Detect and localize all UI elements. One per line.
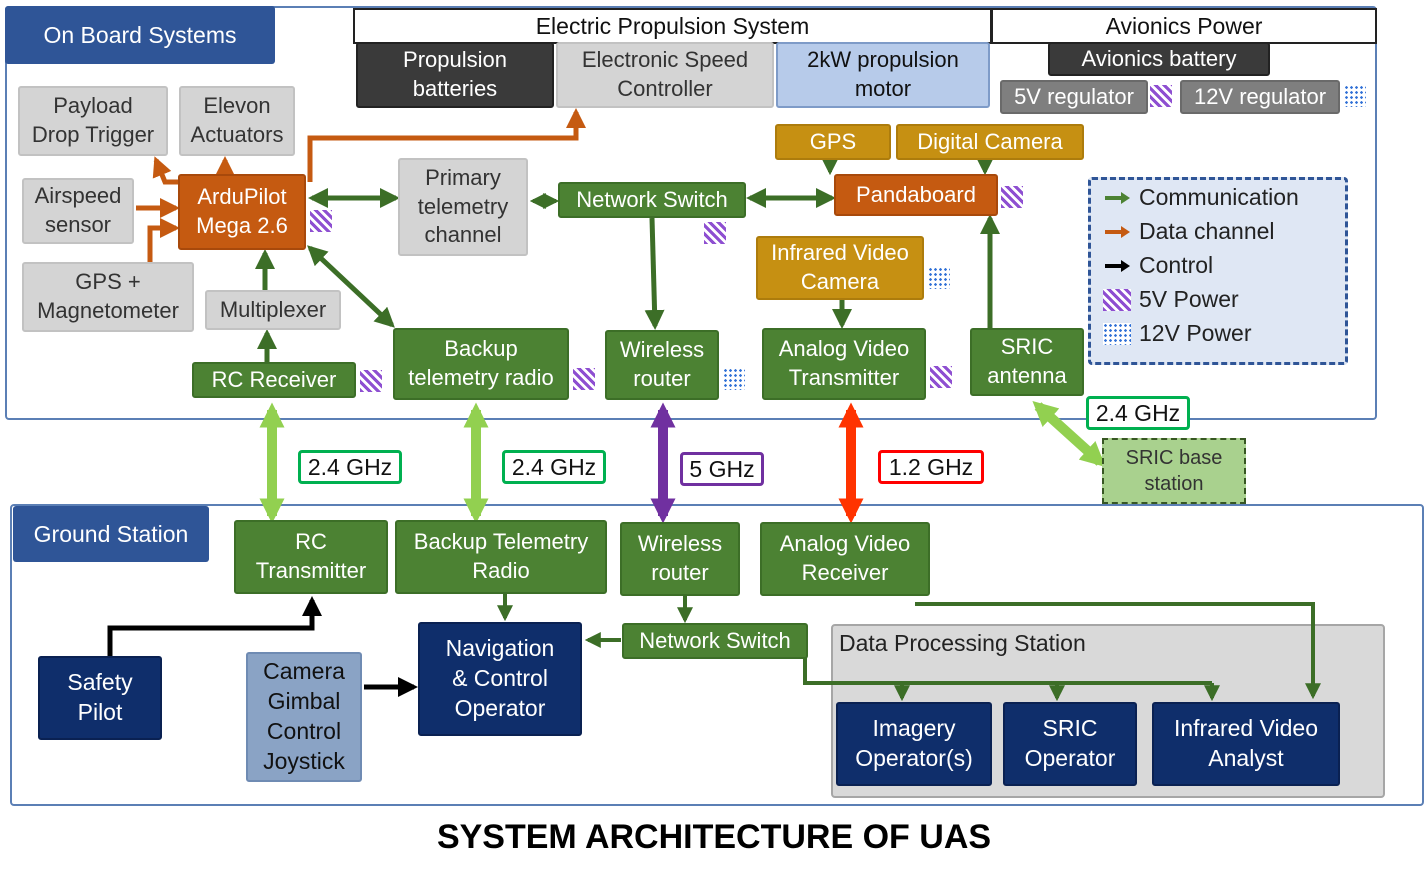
legend-12v-power: 12V Power [1103,320,1252,347]
rc-frequency-label: 2.4 GHz [298,450,402,484]
regulator-12v-power-marker [1344,85,1366,107]
ardupilot-mega: ArduPilot Mega 2.6 [178,174,306,250]
communication-arrow-icon [1105,191,1130,204]
sric-frequency-label: 2.4 GHz [1086,396,1190,430]
12v-power-swatch-icon [1103,322,1131,345]
onboard-network-switch: Network Switch [558,182,746,218]
propulsion-batteries: Propulsion batteries [356,42,554,108]
ardupilot-backup-telemetry-link [307,245,395,328]
safety-pilot: Safety Pilot [38,656,162,740]
camera-gimbal-joystick: Camera Gimbal Control Joystick [246,652,362,782]
electronic-speed-controller: Electronic Speed Controller [556,42,774,108]
ardupilot-power-marker [310,210,332,232]
backup-telemetry-radio-ground: Backup Telemetry Radio [395,520,607,594]
sric-base-station: SRIC base station [1102,438,1246,504]
regulator-5v: 5V regulator [1000,80,1148,114]
wifi-frequency-label: 5 GHz [680,452,764,486]
sric-wireless-link [1032,400,1106,468]
imagery-operator: Imagery Operator(s) [836,702,992,786]
gps-magnetometer: GPS + Magnetometer [22,262,194,332]
infrared-video-analyst: Infrared Video Analyst [1152,702,1340,786]
ground-switch-dps-link [803,658,1212,685]
analog-rx-ir-analyst-link [915,602,1321,700]
onboard-title: On Board Systems [5,6,275,64]
regulator-12v: 12V regulator [1180,80,1340,114]
ardupilot-to-esc-arrow [307,108,586,182]
analog-video-receiver: Analog Video Receiver [760,522,930,596]
digital-camera: Digital Camera [896,124,1084,160]
backup-telemetry-radio: Backup telemetry radio [393,328,569,400]
legend-5v-power-label: 5V Power [1139,286,1239,312]
propulsion-motor: 2kW propulsion motor [776,42,990,108]
regulator-5v-power-marker [1150,85,1172,107]
airspeed-sensor: Airspeed sensor [22,178,134,244]
ground-wireless-router: Wireless router [620,522,740,596]
legend-12v-power-label: 12V Power [1139,320,1252,346]
sric-operator: SRIC Operator [1003,702,1137,786]
sric-antenna: SRIC antenna [970,328,1084,396]
infrared-video-camera: Infrared Video Camera [756,236,924,300]
navigation-control-operator: Navigation & Control Operator [418,622,582,736]
rc-receiver: RC Receiver [192,362,356,398]
telemetry-frequency-label: 2.4 GHz [502,450,606,484]
legend-data-channel: Data channel [1103,218,1275,245]
multiplexer: Multiplexer [205,290,341,330]
rc-transmitter: RC Transmitter [234,520,388,594]
backup-telemetry-power-marker [573,368,595,390]
analog-tx-power-marker [930,366,952,388]
elevon-actuators: Elevon Actuators [179,86,295,156]
legend: Communication Data channel Control 5V Po… [1088,177,1348,365]
network-switch-power-marker [704,222,726,244]
legend-control-label: Control [1139,252,1214,278]
pandaboard-power-marker [1001,186,1023,208]
infrared-camera-power-marker [928,267,950,289]
rc-receiver-power-marker [360,370,382,392]
onboard-wireless-router: Wireless router [605,330,719,400]
pandaboard: Pandaboard [834,174,998,216]
legend-data-channel-label: Data channel [1139,218,1275,244]
ground-title: Ground Station [13,506,209,562]
primary-telemetry-channel: Primary telemetry channel [398,158,528,256]
avionics-battery: Avionics battery [1048,42,1270,76]
network-switch-wireless-router-link [644,217,665,330]
5v-power-swatch-icon [1103,288,1131,311]
data-processing-station-title: Data Processing Station [839,630,1086,656]
legend-communication-label: Communication [1139,184,1299,210]
legend-control: Control [1103,252,1213,279]
legend-communication: Communication [1103,184,1299,211]
analog-video-transmitter: Analog Video Transmitter [762,328,926,400]
payload-drop-trigger: Payload Drop Trigger [18,86,168,156]
control-arrow-icon [1105,259,1130,272]
diagram-caption: SYSTEM ARCHITECTURE OF UAS [436,818,992,856]
gps-to-ardupilot-arrow [147,218,180,262]
propulsion-header: Electric Propulsion System [353,8,992,44]
video-frequency-label: 1.2 GHz [878,450,984,484]
gps-module: GPS [775,124,891,160]
data-channel-arrow-icon [1105,225,1130,238]
safety-pilot-rc-tx-control [107,596,322,656]
legend-5v-power: 5V Power [1103,286,1239,313]
wireless-router-power-marker [723,368,745,390]
ground-network-switch: Network Switch [622,623,808,659]
